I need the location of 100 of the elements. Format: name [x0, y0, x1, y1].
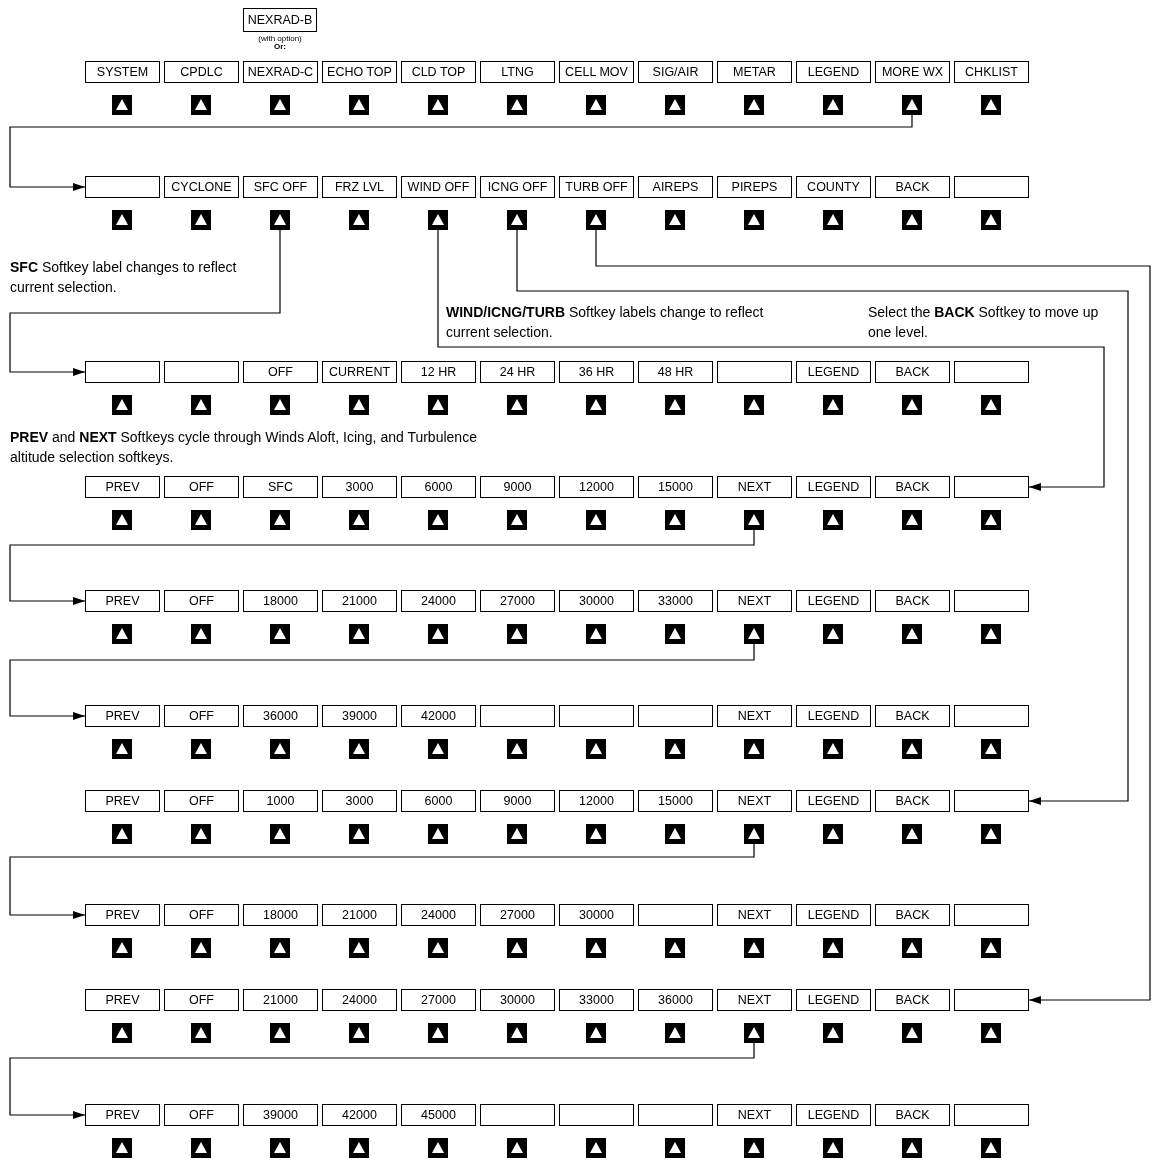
- softkey-label: NEXRAD-B: [243, 8, 317, 32]
- softkey-label: LEGEND: [796, 61, 871, 83]
- softkey-button: [191, 624, 211, 644]
- softkey-button: [112, 1138, 132, 1158]
- softkey-label: 24000: [401, 904, 476, 926]
- softkey-button: [112, 938, 132, 958]
- softkey-label: 30000: [480, 989, 555, 1011]
- softkey-label: COUNTY: [796, 176, 871, 198]
- softkey-button: [665, 210, 685, 230]
- softkey-button: [586, 1023, 606, 1043]
- softkey-button: [981, 395, 1001, 415]
- softkey-label: LEGEND: [796, 989, 871, 1011]
- softkey-button: [586, 395, 606, 415]
- softkey-button: [112, 210, 132, 230]
- softkey-label: OFF: [164, 590, 239, 612]
- softkey-label: LEGEND: [796, 904, 871, 926]
- softkey-button: [981, 938, 1001, 958]
- softkey-label: NEXT: [717, 790, 792, 812]
- softkey-button: [586, 95, 606, 115]
- softkey-label: PREV: [85, 989, 160, 1011]
- softkey-button: [507, 739, 527, 759]
- softkey-button: [428, 210, 448, 230]
- softkey-label: PREV: [85, 590, 160, 612]
- softkey-button: [665, 395, 685, 415]
- softkey-button: [586, 1138, 606, 1158]
- softkey-label: 15000: [638, 476, 713, 498]
- softkey-button: [586, 824, 606, 844]
- softkey-label: 12 HR: [401, 361, 476, 383]
- softkey-button: [191, 1138, 211, 1158]
- softkey-button: [191, 210, 211, 230]
- softkey-label: BACK: [875, 904, 950, 926]
- softkey-button: [823, 938, 843, 958]
- softkey-button: [902, 824, 922, 844]
- annotation-note: Select the BACK Softkey to move up one level.: [868, 303, 1100, 342]
- softkey-label: 48 HR: [638, 361, 713, 383]
- softkey-button: [665, 624, 685, 644]
- softkey-button: [191, 824, 211, 844]
- softkey-label: 39000: [243, 1104, 318, 1126]
- softkey-button: [981, 210, 1001, 230]
- softkey-button: [349, 624, 369, 644]
- note-text: Or:: [274, 43, 286, 51]
- annotation-note: WIND/ICNG/TURB Softkey labels change to reflect current selection.: [446, 303, 765, 342]
- softkey-button: [586, 210, 606, 230]
- softkey-button: [112, 624, 132, 644]
- softkey-button: [823, 395, 843, 415]
- softkey-button: [349, 395, 369, 415]
- softkey-button: [349, 1023, 369, 1043]
- softkey-label: 9000: [480, 790, 555, 812]
- annotation-note: SFC Softkey label changes to reflect current selection.: [10, 258, 238, 297]
- softkey-button: [586, 510, 606, 530]
- softkey-label: SFC: [243, 476, 318, 498]
- blank-softkey-label: [954, 590, 1029, 612]
- softkey-button: [507, 95, 527, 115]
- softkey-button: [507, 624, 527, 644]
- softkey-button: [586, 938, 606, 958]
- connector-arrow: [9, 643, 755, 720]
- softkey-label: SFC OFF: [243, 176, 318, 198]
- softkey-button: [270, 624, 290, 644]
- softkey-button: [112, 1023, 132, 1043]
- softkey-label: 30000: [559, 904, 634, 926]
- softkey-label: METAR: [717, 61, 792, 83]
- softkey-label: ECHO TOP: [322, 61, 397, 83]
- blank-softkey-label: [954, 176, 1029, 198]
- softkey-button: [902, 1138, 922, 1158]
- blank-softkey-label: [638, 904, 713, 926]
- softkey-button: [823, 824, 843, 844]
- softkey-label: 36000: [638, 989, 713, 1011]
- blank-softkey-label: [164, 361, 239, 383]
- softkey-label: BACK: [875, 361, 950, 383]
- softkey-label: 45000: [401, 1104, 476, 1126]
- softkey-button: [586, 739, 606, 759]
- softkey-button: [349, 1138, 369, 1158]
- softkey-label: AIREPS: [638, 176, 713, 198]
- blank-softkey-label: [638, 705, 713, 727]
- softkey-button: [270, 1138, 290, 1158]
- softkey-label: OFF: [164, 790, 239, 812]
- softkey-button: [428, 624, 448, 644]
- softkey-button: [981, 1023, 1001, 1043]
- softkey-button: [744, 395, 764, 415]
- softkey-button: [270, 510, 290, 530]
- softkey-button: [507, 510, 527, 530]
- softkey-button: [507, 824, 527, 844]
- softkey-label: 42000: [401, 705, 476, 727]
- softkey-button: [507, 210, 527, 230]
- softkey-label: PREV: [85, 705, 160, 727]
- blank-softkey-label: [954, 705, 1029, 727]
- blank-softkey-label: [638, 1104, 713, 1126]
- softkey-label: LEGEND: [796, 790, 871, 812]
- softkey-label: LEGEND: [796, 476, 871, 498]
- softkey-button: [270, 95, 290, 115]
- softkey-label: LEGEND: [796, 1104, 871, 1126]
- softkey-label: BACK: [875, 705, 950, 727]
- softkey-label: 36000: [243, 705, 318, 727]
- blank-softkey-label: [85, 361, 160, 383]
- softkey-button: [191, 938, 211, 958]
- softkey-button: [744, 739, 764, 759]
- softkey-label: 27000: [480, 904, 555, 926]
- softkey-button: [191, 395, 211, 415]
- softkey-label: OFF: [164, 904, 239, 926]
- blank-softkey-label: [480, 705, 555, 727]
